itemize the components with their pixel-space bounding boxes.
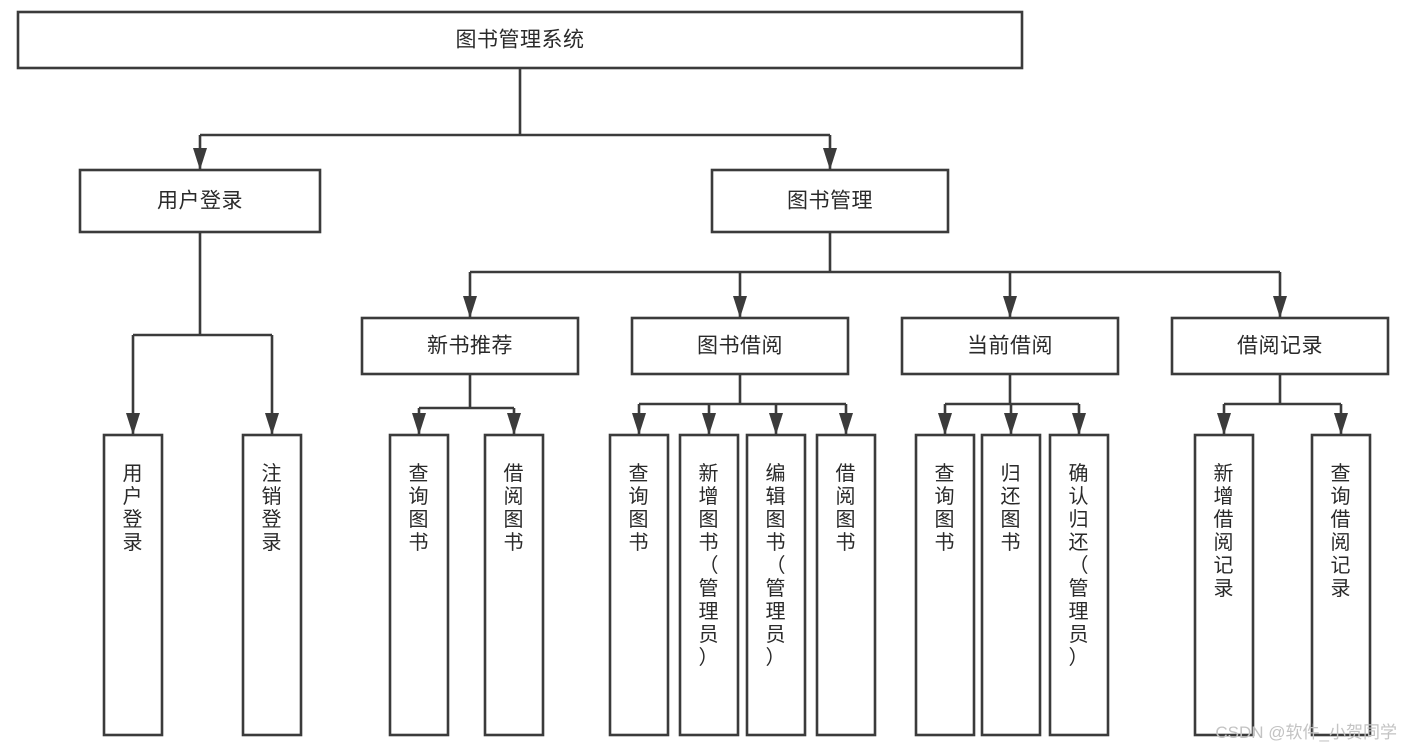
node-level3-3[interactable]: 借阅记录 bbox=[1170, 316, 1390, 376]
node-rect bbox=[1193, 433, 1255, 737]
arrow-head-icon bbox=[839, 413, 853, 435]
node-leaf-1[interactable]: 注销登录 bbox=[241, 433, 303, 737]
arrow-head-icon bbox=[1217, 413, 1231, 435]
watermark-label: CSDN @软件_小贺同学 bbox=[1215, 723, 1397, 742]
node-rect bbox=[1310, 433, 1372, 737]
node-label: 图书管理系统 bbox=[456, 29, 585, 52]
node-label: 新增图书（管理员） bbox=[699, 462, 720, 669]
node-level2-1[interactable]: 图书管理 bbox=[710, 168, 950, 234]
node-leaf-7[interactable]: 借阅图书 bbox=[815, 433, 877, 737]
arrow-head-icon bbox=[507, 413, 521, 435]
node-leaf-8[interactable]: 查询图书 bbox=[914, 433, 976, 737]
node-leaf-9[interactable]: 归还图书 bbox=[980, 433, 1042, 737]
node-level2-0[interactable]: 用户登录 bbox=[78, 168, 322, 234]
arrow-head-icon bbox=[1003, 296, 1017, 318]
node-label: 查询借阅记录 bbox=[1331, 462, 1352, 600]
node-rect bbox=[900, 316, 1120, 376]
arrow-head-icon bbox=[702, 413, 716, 435]
arrow-head-icon bbox=[412, 413, 426, 435]
node-rect bbox=[815, 433, 877, 737]
arrow-head-icon bbox=[1273, 296, 1287, 318]
arrow-head-icon bbox=[126, 413, 140, 435]
node-level3-1[interactable]: 图书借阅 bbox=[630, 316, 850, 376]
node-rect bbox=[914, 433, 976, 737]
arrow-head-icon bbox=[463, 296, 477, 318]
node-rect bbox=[483, 433, 545, 737]
node-label: 图书借阅 bbox=[697, 335, 783, 358]
node-rect bbox=[630, 316, 850, 376]
arrow-head-icon bbox=[733, 296, 747, 318]
arrow-head-icon bbox=[193, 148, 207, 170]
node-level3-2[interactable]: 当前借阅 bbox=[900, 316, 1120, 376]
node-label: 查询图书 bbox=[935, 462, 956, 554]
node-leaf-0[interactable]: 用户登录 bbox=[102, 433, 164, 737]
arrow-head-icon bbox=[938, 413, 952, 435]
node-rect bbox=[678, 433, 740, 737]
arrow-head-icon bbox=[1072, 413, 1086, 435]
node-root[interactable]: 图书管理系统 bbox=[16, 10, 1024, 70]
node-rect bbox=[1048, 433, 1110, 737]
node-leaf-11[interactable]: 新增借阅记录 bbox=[1193, 433, 1255, 737]
node-label: 归还图书 bbox=[1001, 462, 1022, 554]
node-rect bbox=[608, 433, 670, 737]
node-rect bbox=[388, 433, 450, 737]
node-label: 查询图书 bbox=[629, 462, 650, 554]
node-leaf-3[interactable]: 借阅图书 bbox=[483, 433, 545, 737]
node-rect bbox=[241, 433, 303, 737]
node-leaf-12[interactable]: 查询借阅记录 bbox=[1310, 433, 1372, 737]
node-label: 借阅图书 bbox=[836, 462, 857, 554]
arrow-head-icon bbox=[1334, 413, 1348, 435]
node-level3-0[interactable]: 新书推荐 bbox=[360, 316, 580, 376]
node-leaf-6[interactable]: 编辑图书（管理员） bbox=[745, 433, 807, 737]
node-label: 当前借阅 bbox=[967, 335, 1053, 358]
node-label: 注销登录 bbox=[262, 462, 283, 554]
node-leaf-5[interactable]: 新增图书（管理员） bbox=[678, 433, 740, 737]
node-leaf-2[interactable]: 查询图书 bbox=[388, 433, 450, 737]
node-rect bbox=[102, 433, 164, 737]
arrow-head-icon bbox=[823, 148, 837, 170]
arrow-head-icon bbox=[632, 413, 646, 435]
connector-layer bbox=[126, 68, 1348, 435]
arrow-head-icon bbox=[1004, 413, 1018, 435]
node-label: 新书推荐 bbox=[427, 335, 513, 358]
node-label: 编辑图书（管理员） bbox=[766, 462, 787, 669]
node-rect bbox=[710, 168, 950, 234]
node-layer: 图书管理系统用户登录图书管理新书推荐图书借阅当前借阅借阅记录用户登录注销登录查询… bbox=[16, 10, 1390, 737]
node-leaf-10[interactable]: 确认归还（管理员） bbox=[1048, 433, 1110, 737]
arrow-head-icon bbox=[769, 413, 783, 435]
node-label: 新增借阅记录 bbox=[1214, 462, 1235, 600]
node-label: 用户登录 bbox=[157, 190, 243, 213]
node-rect bbox=[745, 433, 807, 737]
node-label: 用户登录 bbox=[123, 463, 144, 554]
node-rect bbox=[980, 433, 1042, 737]
node-leaf-4[interactable]: 查询图书 bbox=[608, 433, 670, 737]
node-label: 借阅记录 bbox=[1237, 335, 1323, 358]
arrow-head-icon bbox=[265, 413, 279, 435]
node-label: 确认归还（管理员） bbox=[1069, 462, 1090, 669]
node-rect bbox=[1170, 316, 1390, 376]
node-label: 查询图书 bbox=[409, 462, 430, 554]
node-rect bbox=[78, 168, 322, 234]
node-rect bbox=[360, 316, 580, 376]
node-label: 借阅图书 bbox=[504, 462, 525, 554]
node-rect bbox=[16, 10, 1024, 70]
node-label: 图书管理 bbox=[787, 190, 873, 213]
